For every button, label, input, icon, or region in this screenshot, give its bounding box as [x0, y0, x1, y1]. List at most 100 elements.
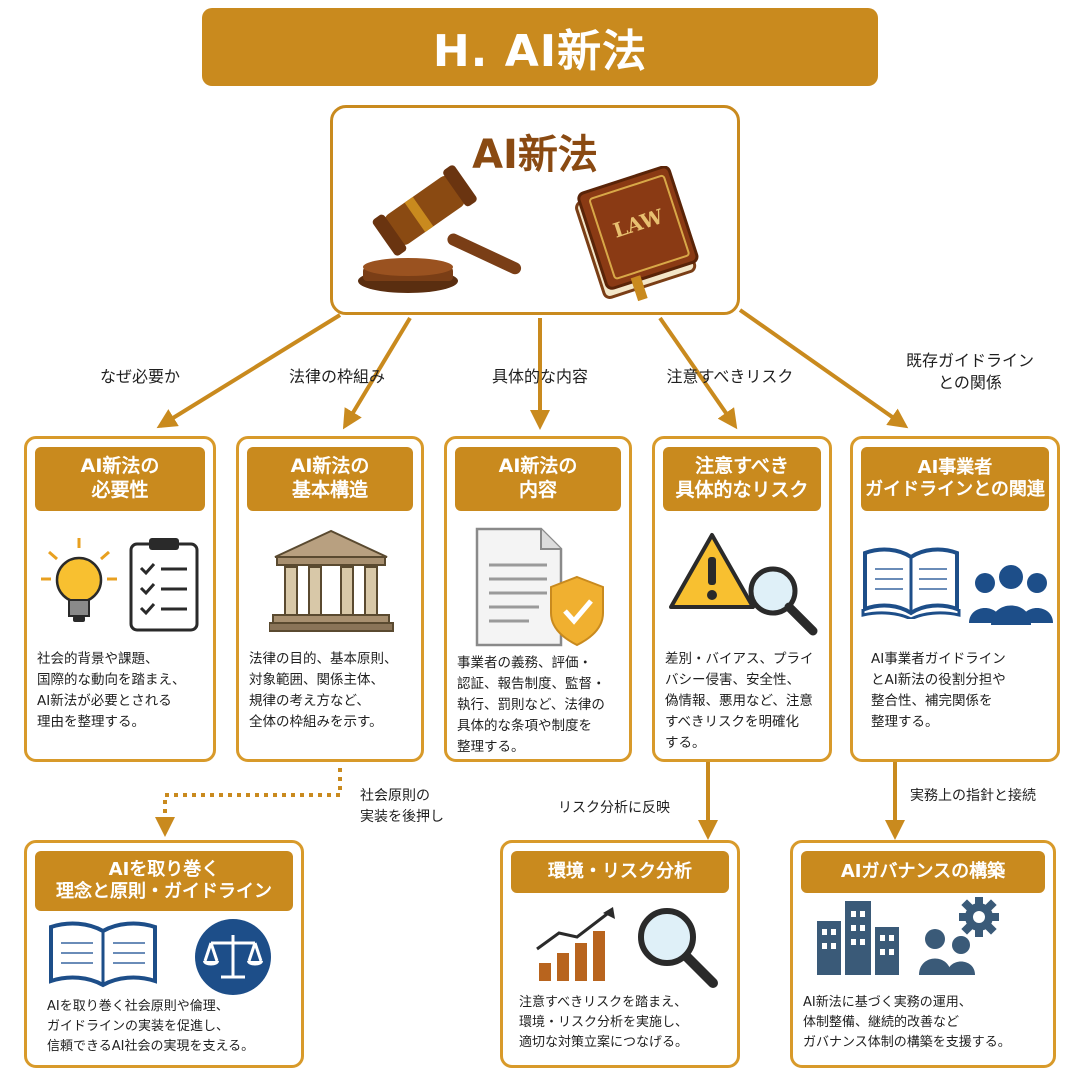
card-governance-body: AI新法に基づく実務の運用、 体制整備、継続的改善など ガバナンス体制の構築を支…: [803, 993, 1045, 1053]
card-risks-line: バシー侵害、安全性、: [665, 671, 800, 688]
card-risks-line: 差別・バイアス、プライ: [665, 651, 814, 667]
card-principles-title-line1: AIを取り巻く: [108, 858, 220, 880]
card-necessity: AI新法の 必要性 社会的背景や課題、 国際的な動向を踏まえ、 AI新法が必要と…: [24, 436, 216, 762]
card-governance-line: AI新法に基づく実務の運用、: [803, 995, 972, 1010]
card-content-line: 整理する。: [457, 738, 525, 755]
open-book-icon: [861, 547, 961, 619]
people-icon: [969, 565, 1053, 625]
magnifier-icon: [638, 908, 718, 988]
card-structure: AI新法の 基本構造 法律の目的、基本原則、 対象範囲、関係主体、 規律の考え方…: [236, 436, 424, 762]
label-why: なぜ必要か: [99, 367, 180, 386]
card-content-title-line1: AI新法の: [498, 455, 578, 478]
card-governance-line: 体制整備、継続的改善など: [803, 1015, 960, 1031]
card-necessity-line: AI新法が必要とされる: [37, 692, 172, 709]
center-title: AI新法: [472, 132, 598, 178]
label-principles-line2: 実装を後押し: [360, 809, 444, 825]
card-relation-line: AI事業者ガイドライン: [871, 651, 1006, 667]
center-box: AI新法 LAW: [330, 105, 740, 315]
card-content-line: 執行、罰則など、法律の: [457, 696, 605, 713]
card-relation-body: AI事業者ガイドライン とAI新法の役割分担や 整合性、補完関係を 整理する。: [871, 649, 1049, 733]
card-risks: 注意すべき 具体的なリスク 差別・バイアス、プライ バシー侵害、安全性、 偽情報…: [652, 436, 832, 762]
card-env-risk-line: 適切な対策立案につなげる。: [519, 1035, 689, 1051]
card-env-risk-title: 環境・リスク分析: [511, 851, 729, 893]
card-content-title-line2: 内容: [518, 479, 557, 501]
label-risks: 注意すべきリスク: [666, 367, 794, 386]
label-guidelines-line2: との関係: [938, 373, 1002, 393]
card-relation-title-line1: AI事業者: [917, 456, 993, 478]
buildings-icon: [817, 901, 899, 975]
card-relation-title: AI事業者 ガイドラインとの関連: [861, 447, 1049, 511]
card-structure-line: 対象範囲、関係主体、: [249, 671, 384, 688]
title-banner: H. AI新法: [202, 8, 878, 86]
card-risks-title-line1: 注意すべき: [695, 455, 789, 478]
card-governance-title: AIガバナンスの構築: [801, 851, 1045, 893]
card-risks-line: 偽情報、悪用など、注意: [665, 692, 813, 709]
card-relation-line: とAI新法の役割分担や: [871, 671, 1006, 688]
card-principles: AIを取り巻く 理念と原則・ガイドライン AIを取り巻く社会原則や倫理、 ガイド…: [24, 840, 304, 1068]
card-necessity-line: 社会的背景や課題、: [37, 651, 159, 667]
card-content-body: 事業者の義務、評価・ 認証、報告制度、監督・ 執行、罰則など、法律の 具体的な条…: [457, 653, 621, 758]
card-governance-line: ガバナンス体制の構築を支援する。: [803, 1035, 1011, 1051]
card-principles-line: 信頼できるAI社会の実現を支える。: [47, 1039, 255, 1055]
magnifier-icon: [748, 566, 818, 636]
arrow-guidelines: [738, 308, 909, 429]
card-principles-line: ガイドラインの実装を促進し、: [47, 1019, 230, 1035]
card-relation-line: 整理する。: [871, 713, 939, 730]
arrow-framework: [342, 316, 412, 430]
card-env-risk-title-line1: 環境・リスク分析: [548, 860, 692, 882]
open-book-icon: [49, 921, 157, 988]
label-content: 具体的な内容: [491, 367, 588, 386]
card-necessity-line: 理由を整理する。: [37, 713, 145, 730]
card-env-risk-line: 注意すべきリスクを踏まえ、: [519, 995, 688, 1010]
arrow-risks: [658, 316, 738, 430]
card-env-risk-line: 環境・リスク分析を実施し、: [519, 1015, 689, 1031]
page-title: H. AI新法: [432, 26, 648, 77]
card-content-title: AI新法の 内容: [455, 447, 621, 511]
card-structure-title-line2: 基本構造: [291, 479, 368, 501]
card-principles-title: AIを取り巻く 理念と原則・ガイドライン: [35, 851, 293, 911]
card-risks-body: 差別・バイアス、プライ バシー侵害、安全性、 偽情報、悪用など、注意 すべきリス…: [665, 649, 821, 754]
card-principles-body: AIを取り巻く社会原則や倫理、 ガイドラインの実装を促進し、 信頼できるAI社会…: [47, 997, 293, 1057]
warning-icon: [669, 533, 755, 609]
card-env-risk-body: 注意すべきリスクを踏まえ、 環境・リスク分析を実施し、 適切な対策立案につなげる…: [519, 993, 729, 1053]
card-content-line: 事業者の義務、評価・: [457, 655, 592, 671]
law-book-icon: LAW: [575, 166, 699, 302]
card-relation-title-line2: ガイドラインとの関連: [865, 479, 1045, 500]
card-governance-title-line1: AIガバナンスの構築: [840, 860, 1006, 882]
card-risks-line: すべきリスクを明確化: [665, 713, 800, 730]
card-structure-title-line1: AI新法の: [290, 455, 370, 478]
lightbulb-icon: [41, 538, 117, 622]
card-structure-body: 法律の目的、基本原則、 対象範囲、関係主体、 規律の考え方など、 全体の枠組みを…: [249, 649, 413, 733]
card-risks-line: する。: [665, 734, 706, 751]
label-risk-analysis: リスク分析に反映: [558, 800, 670, 816]
card-necessity-body: 社会的背景や課題、 国際的な動向を踏まえ、 AI新法が必要とされる 理由を整理す…: [37, 649, 205, 733]
card-structure-title: AI新法の 基本構造: [247, 447, 413, 511]
gear-person-icon: [919, 897, 999, 975]
scales-icon: [195, 919, 271, 995]
card-structure-line: 法律の目的、基本原則、: [249, 651, 398, 667]
card-necessity-title: AI新法の 必要性: [35, 447, 205, 511]
card-risks-title-line2: 具体的なリスク: [675, 479, 809, 501]
card-content-line: 認証、報告制度、監督・: [457, 675, 606, 692]
card-principles-title-line2: 理念と原則・ガイドライン: [56, 881, 272, 902]
card-principles-line: AIを取り巻く社会原則や倫理、: [47, 999, 229, 1014]
label-practice: 実務上の指針と接続: [910, 788, 1036, 804]
label-guidelines: 既存ガイドライン との関係: [880, 350, 1060, 395]
label-principles-line1: 社会原則の: [360, 788, 430, 804]
card-necessity-line: 国際的な動向を踏まえ、: [37, 671, 186, 688]
label-guidelines-line1: 既存ガイドライン: [905, 351, 1034, 370]
card-structure-line: 全体の枠組みを示す。: [249, 713, 383, 730]
card-necessity-title-line2: 必要性: [91, 479, 149, 501]
card-env-risk: 環境・リスク分析 注意すべきリスクを踏まえ、 環境・リスク分析を実施し、 適切な…: [500, 840, 740, 1068]
card-relation: AI事業者 ガイドラインとの関連 AI事業者ガイドライン とAI新法の役割分担や…: [850, 436, 1060, 762]
card-risks-title: 注意すべき 具体的なリスク: [663, 447, 821, 511]
gavel-icon: [358, 165, 522, 293]
document-shield-icon: [475, 527, 604, 647]
card-content: AI新法の 内容 事業者の義務、評価・ 認証、報告制度、監督・ 執行、罰則など、…: [444, 436, 632, 762]
growth-chart-icon: [536, 907, 615, 981]
arrow-principles: [155, 768, 342, 837]
clipboard-checklist-icon: [129, 538, 199, 632]
label-principles: 社会原則の 実装を後押し: [360, 786, 444, 828]
card-structure-line: 規律の考え方など、: [249, 692, 370, 709]
